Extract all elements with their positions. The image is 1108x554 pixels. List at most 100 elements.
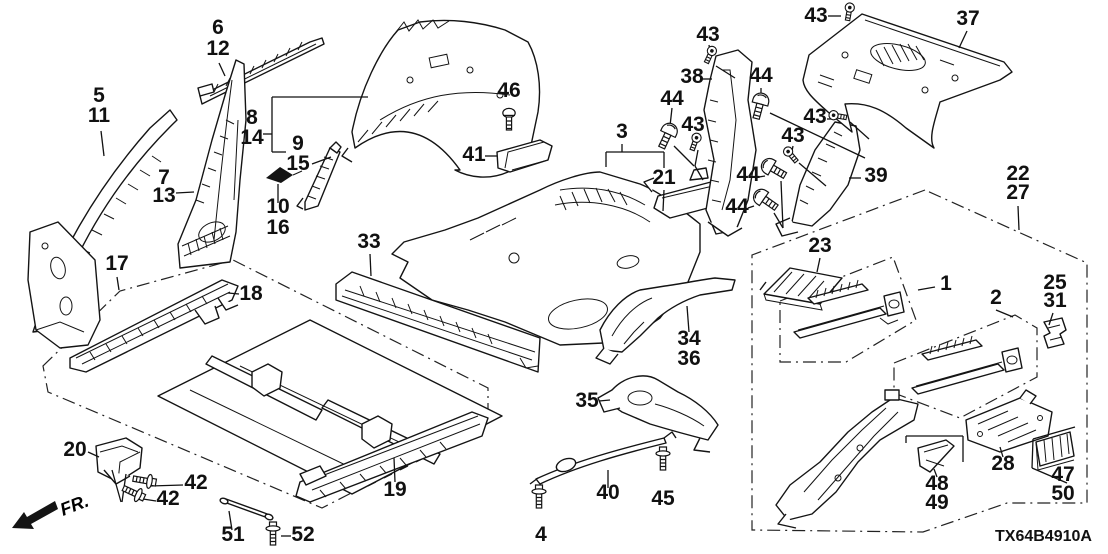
part-25-31-bracket-drawing xyxy=(1043,317,1067,349)
part-label-12: 12 xyxy=(206,37,229,60)
part-label-47: 47 xyxy=(1051,463,1074,486)
part-label-38: 38 xyxy=(680,65,704,88)
part-label-3: 3 xyxy=(616,120,628,143)
leader-line xyxy=(758,175,766,178)
leader-line xyxy=(1031,438,1034,469)
part-label-44: 44 xyxy=(736,163,760,186)
flange-bolt-icon xyxy=(119,481,148,505)
leader-line xyxy=(227,292,240,295)
leader-line xyxy=(999,446,1004,458)
part-23-plate-drawing xyxy=(759,267,843,311)
leader-line xyxy=(773,212,784,229)
part-5-11-side-panel-drawing xyxy=(27,109,178,349)
leader-line xyxy=(228,510,233,531)
part-label-43: 43 xyxy=(804,4,827,27)
part-label-6: 6 xyxy=(212,16,224,39)
part-34-36-arm-drawing xyxy=(595,277,736,365)
part-drawings xyxy=(27,13,1075,529)
part-label-1: 1 xyxy=(940,272,952,295)
part-label-41: 41 xyxy=(462,143,486,166)
part-label-19: 19 xyxy=(383,478,406,501)
part-label-49: 49 xyxy=(925,491,948,514)
part-label-16: 16 xyxy=(266,216,289,239)
leader-line xyxy=(87,451,100,458)
leader-line xyxy=(369,253,372,277)
part-38-gusset-drawing xyxy=(703,49,757,237)
part-label-11: 11 xyxy=(88,104,111,127)
part-label-43: 43 xyxy=(781,124,804,147)
part-label-27: 27 xyxy=(1006,181,1029,204)
part-label-15: 15 xyxy=(286,152,310,175)
part-label-52: 52 xyxy=(291,523,314,546)
part-label-45: 45 xyxy=(651,487,675,510)
leader-line xyxy=(116,276,120,291)
dome-bolt-icon xyxy=(757,154,790,184)
front-direction-label: FR. xyxy=(57,491,91,520)
front-arrow-icon xyxy=(12,501,58,529)
part-label-23: 23 xyxy=(808,234,831,257)
leader-line xyxy=(816,257,821,273)
part-label-4: 4 xyxy=(535,523,547,546)
leader-line xyxy=(747,205,755,209)
part-label-42: 42 xyxy=(156,487,179,510)
leader-line xyxy=(673,145,695,167)
part-label-43: 43 xyxy=(681,113,704,136)
part-label-14: 14 xyxy=(240,126,264,149)
small-bolt-icon xyxy=(842,1,856,22)
leader-line xyxy=(175,191,195,194)
part-label-7: 7 xyxy=(158,166,170,189)
part-41-bracket-drawing xyxy=(496,139,553,173)
part-label-2: 2 xyxy=(990,286,1002,309)
leader-line xyxy=(662,189,665,212)
part-label-40: 40 xyxy=(596,481,619,504)
part-label-10: 10 xyxy=(266,195,289,218)
leader-line xyxy=(142,498,157,502)
leader-line xyxy=(715,65,736,79)
small-bolt-icon xyxy=(781,144,801,166)
flange-bolt-icon xyxy=(265,521,281,546)
part-label-21: 21 xyxy=(652,166,676,189)
leader-line xyxy=(780,180,784,229)
part-35-crossmember-drawing xyxy=(597,375,719,453)
leader-line xyxy=(849,121,870,140)
leader-line xyxy=(111,469,122,503)
leader-line xyxy=(694,149,699,167)
part-48-49-bracket-drawing xyxy=(917,439,955,473)
part-label-9: 9 xyxy=(292,132,304,155)
kit-1-contents-drawing xyxy=(793,279,905,339)
leader-line xyxy=(1017,205,1020,231)
leader-line xyxy=(798,162,827,187)
flange-bolt-icon xyxy=(531,484,547,509)
dome-bolt-icon xyxy=(653,120,681,152)
part-label-44: 44 xyxy=(660,87,684,110)
leader-line xyxy=(917,286,936,291)
part-8-14-quarter-panel-drawing xyxy=(341,19,541,178)
part-33-crossmember-drawing xyxy=(335,271,541,373)
leader-line xyxy=(1032,426,1076,440)
leader-line xyxy=(100,130,105,157)
part-label-8: 8 xyxy=(246,106,258,129)
rear-frame-box xyxy=(751,189,1088,533)
part-label-42: 42 xyxy=(184,471,207,494)
part-9-15-stiffener-drawing xyxy=(296,141,342,211)
part-label-44: 44 xyxy=(725,195,749,218)
leader-line xyxy=(218,62,226,77)
part-label-44: 44 xyxy=(749,64,773,87)
part-label-43: 43 xyxy=(803,105,826,128)
part-10-16-clip-drawing xyxy=(266,167,303,183)
part-label-34: 34 xyxy=(677,327,701,350)
part-label-36: 36 xyxy=(677,347,700,370)
flange-bolt-icon xyxy=(131,471,158,491)
part-label-48: 48 xyxy=(925,472,949,495)
dome-bolt-icon xyxy=(747,90,772,122)
part-label-43: 43 xyxy=(696,23,719,46)
part-label-46: 46 xyxy=(497,79,520,102)
leader-line xyxy=(1031,467,1068,484)
part-label-39: 39 xyxy=(864,164,887,187)
part-label-22: 22 xyxy=(1006,162,1029,185)
part-label-31: 31 xyxy=(1043,289,1067,312)
part-label-37: 37 xyxy=(956,7,979,30)
leader-line xyxy=(958,30,968,49)
